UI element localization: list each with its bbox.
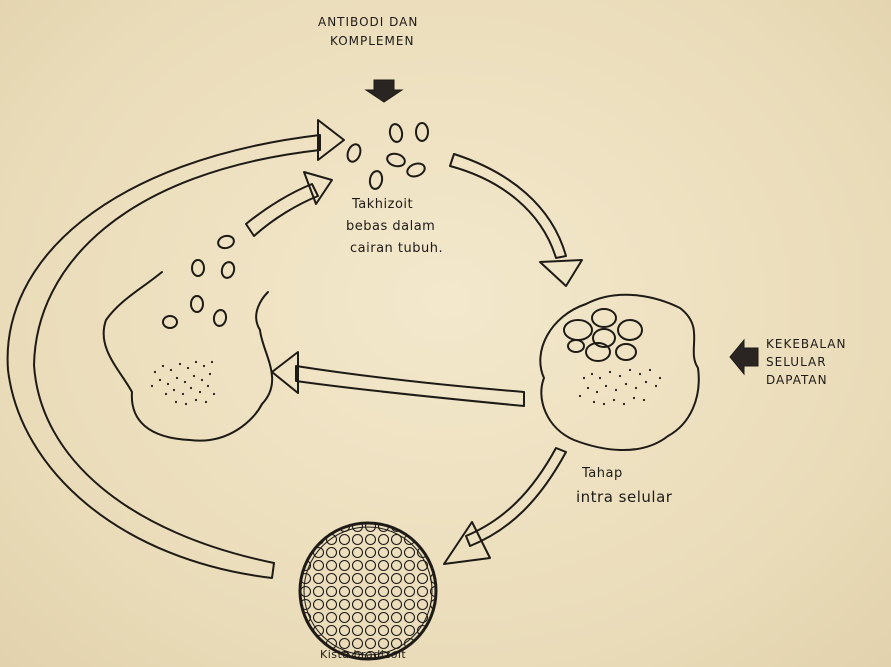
antibody-down-arrow xyxy=(366,80,402,102)
intracellular-label-line2: intra selular xyxy=(576,488,672,506)
tachyzoite-label-line2: bebas dalam xyxy=(346,219,435,234)
tachyzoite-label-line3: cairan tubuh. xyxy=(350,241,443,256)
invasion-arrow xyxy=(450,154,566,258)
antibody-label-line1: ANTIBODI DAN xyxy=(318,15,418,29)
immunity-left-arrow xyxy=(730,340,758,374)
left-cell-nucleus xyxy=(151,361,215,405)
immunity-label-line3: DAPATAN xyxy=(766,373,828,387)
outer-return-arrow xyxy=(8,135,320,578)
left-host-cell xyxy=(104,272,273,441)
right-cell-nucleus xyxy=(579,369,661,405)
antibody-label-line2: KOMPLEMEN xyxy=(330,34,414,48)
invasion-arrowhead xyxy=(540,260,582,286)
immunity-label-line1: KEKEBALAN xyxy=(766,337,847,351)
bradyzoite-cyst xyxy=(300,523,436,659)
cyst-label: Kista bradizoit xyxy=(320,648,406,661)
lysis-arrowhead xyxy=(272,352,298,393)
cyst-formation-arrow xyxy=(466,448,566,546)
right-host-cell xyxy=(540,295,698,450)
lysis-arrow xyxy=(296,366,524,406)
tachyzoite-label-line1: Takhizoit xyxy=(352,197,413,212)
outer-return-arrowhead xyxy=(318,120,344,160)
intracellular-label-line1: Tahap xyxy=(582,466,623,481)
immunity-label-line2: SELULAR xyxy=(766,355,827,369)
inner-release-arrow xyxy=(246,184,318,236)
